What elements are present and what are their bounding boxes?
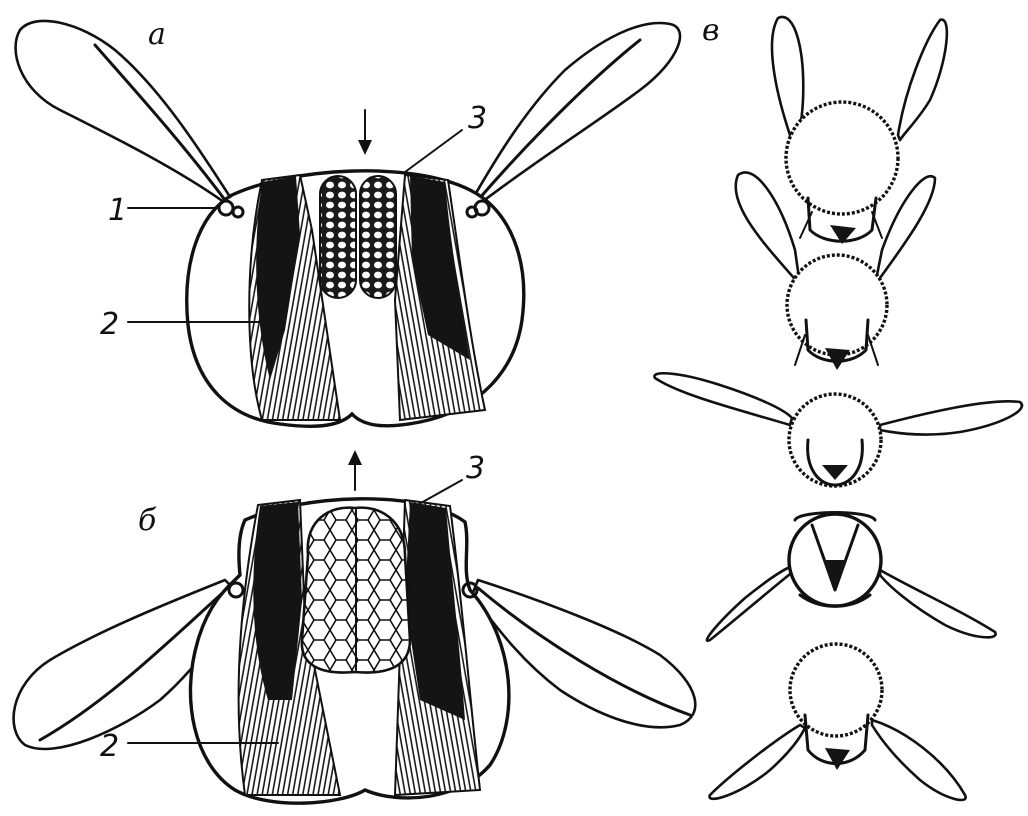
wingbeat-stage-3 (654, 373, 1021, 486)
stage-3-left-wing (654, 373, 792, 425)
panel-a-label-1: 1 (108, 193, 127, 228)
panel-a-label-3: 3 (468, 101, 487, 136)
stage-1-thorax (786, 102, 898, 214)
panel-a-right-wing (472, 23, 680, 205)
panel-b-arrow-up (348, 450, 362, 490)
stage-1-left-wing (772, 17, 803, 138)
stage-4-left-wing (707, 565, 795, 641)
stage-5-right-wing (872, 720, 966, 800)
panel-b-label-3: 3 (466, 451, 485, 486)
panel-a-label-2: 2 (100, 307, 119, 342)
panel-b: б 2 3 (14, 450, 696, 803)
wingbeat-stage-4 (707, 513, 996, 641)
panel-v-letter: в (702, 13, 719, 48)
stage-3-right-wing (880, 401, 1022, 434)
panel-b-label-2: 2 (100, 729, 119, 764)
stage-2-thorax (787, 255, 887, 355)
stage-2-left-wing (736, 172, 800, 285)
stage-5-left-wing (710, 725, 805, 799)
panel-a-letter: а (148, 17, 166, 52)
panel-v: в (654, 13, 1021, 800)
wingbeat-stage-5 (710, 644, 966, 800)
stage-5-mouthparts (825, 748, 850, 770)
panel-b-letter: б (138, 503, 157, 538)
panel-a-leader-3 (405, 130, 462, 172)
stage-4-right-wing (880, 570, 996, 637)
panel-a-left-wing (16, 21, 232, 205)
panel-a-longitudinal-muscle-right (360, 176, 396, 298)
stage-2-left-leg (795, 335, 805, 365)
stage-1-right-wing (898, 20, 947, 140)
panel-a-longitudinal-muscle-left (320, 176, 356, 298)
panel-a: а 1 2 3 (16, 17, 680, 426)
panel-a-arrow-down (358, 110, 372, 155)
